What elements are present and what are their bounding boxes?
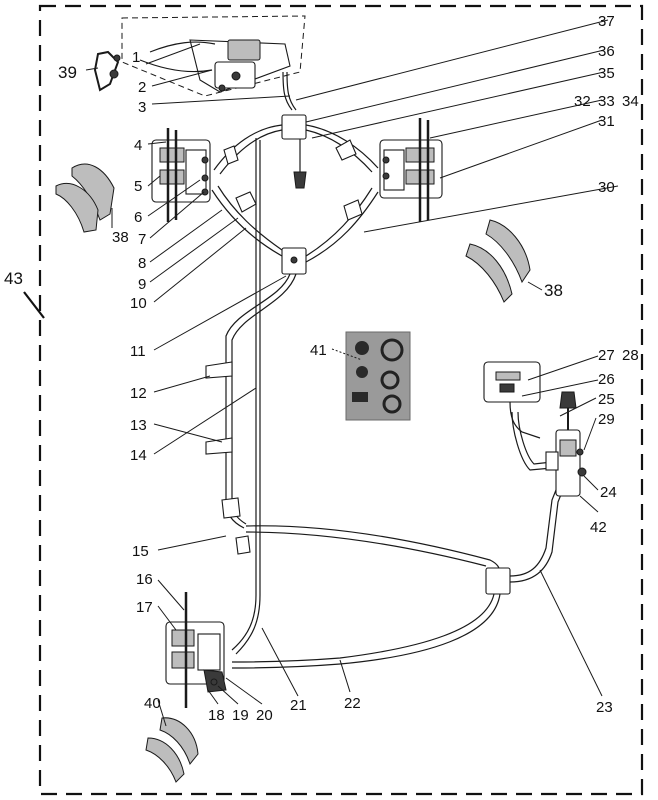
seal-kit-photo [345,331,411,421]
callout-24: 24 [600,484,617,501]
rear-caliper [165,592,227,708]
front-brake-pads-right [465,219,531,303]
callout-9: 9 [138,276,146,293]
front-left-caliper [151,128,211,222]
callout-17: 17 [136,599,153,616]
callout-22: 22 [344,695,361,712]
callout-35: 35 [598,65,615,82]
callout-21: 21 [290,697,307,714]
callout-41: 41 [310,342,327,359]
callout-20: 20 [256,707,273,724]
long-rear-hose [231,138,257,651]
callout-18: 18 [208,707,225,724]
callout-1: 1 [132,49,140,66]
callout-leaders [23,19,619,727]
callout-3: 3 [138,99,146,116]
callout-11: 11 [130,343,146,360]
callout-14: 14 [130,447,147,464]
front-master-cylinder [139,39,291,93]
callout-6: 6 [134,209,142,226]
callout-34: 34 [622,93,639,110]
callout-42: 42 [590,519,607,536]
callout-10: 10 [130,295,147,312]
rear-brake-pads [145,717,199,783]
callout-43: 43 [4,269,23,288]
hose-clip-right [343,199,363,221]
assembly-boundary-frame [38,4,644,796]
front-to-rear-hose [225,273,291,529]
callout-5: 5 [134,178,142,195]
hose-clip-left [235,191,257,213]
front-right-caliper [379,118,443,222]
callout-labels: 1 2 3 4 5 6 7 8 9 10 11 12 13 14 15 16 1… [4,13,639,724]
callout-27: 27 [598,347,615,364]
callout-40: 40 [144,695,161,712]
callout-39: 39 [58,63,77,82]
rear-brake-reservoir [483,361,541,439]
callout-16: 16 [136,571,153,588]
callout-25: 25 [598,391,615,408]
callout-32: 32 [574,93,591,110]
callout-28: 28 [622,347,639,364]
callout-19: 19 [232,707,249,724]
callout-8: 8 [138,255,146,272]
callout-31: 31 [598,113,615,130]
callout-13: 13 [130,417,147,434]
rear-master-cylinder [545,391,587,497]
hose-clip-lower [205,437,233,455]
upper-junction-block [281,114,307,140]
front-brake-pads-left [55,163,115,233]
callout-30: 30 [598,179,615,196]
callout-38-right: 38 [544,281,563,300]
callout-38-left: 38 [112,229,129,246]
hose-clip-upper [205,361,233,379]
callout-7: 7 [138,231,146,248]
callout-4: 4 [134,137,142,154]
callout-29: 29 [598,411,615,428]
brake-light-switch [293,171,307,189]
lever-clamp-part [93,50,121,92]
front-hose-upper [282,71,293,111]
callout-15: 15 [132,543,149,560]
callout-23: 23 [596,699,613,716]
callout-37: 37 [598,13,615,30]
callout-12: 12 [130,385,147,402]
callout-36: 36 [598,43,615,60]
callout-2: 2 [138,79,146,96]
callout-33: 33 [598,93,615,110]
callout-26: 26 [598,371,615,388]
handlebar-outline [121,15,306,97]
rear-junction-block [485,567,511,595]
